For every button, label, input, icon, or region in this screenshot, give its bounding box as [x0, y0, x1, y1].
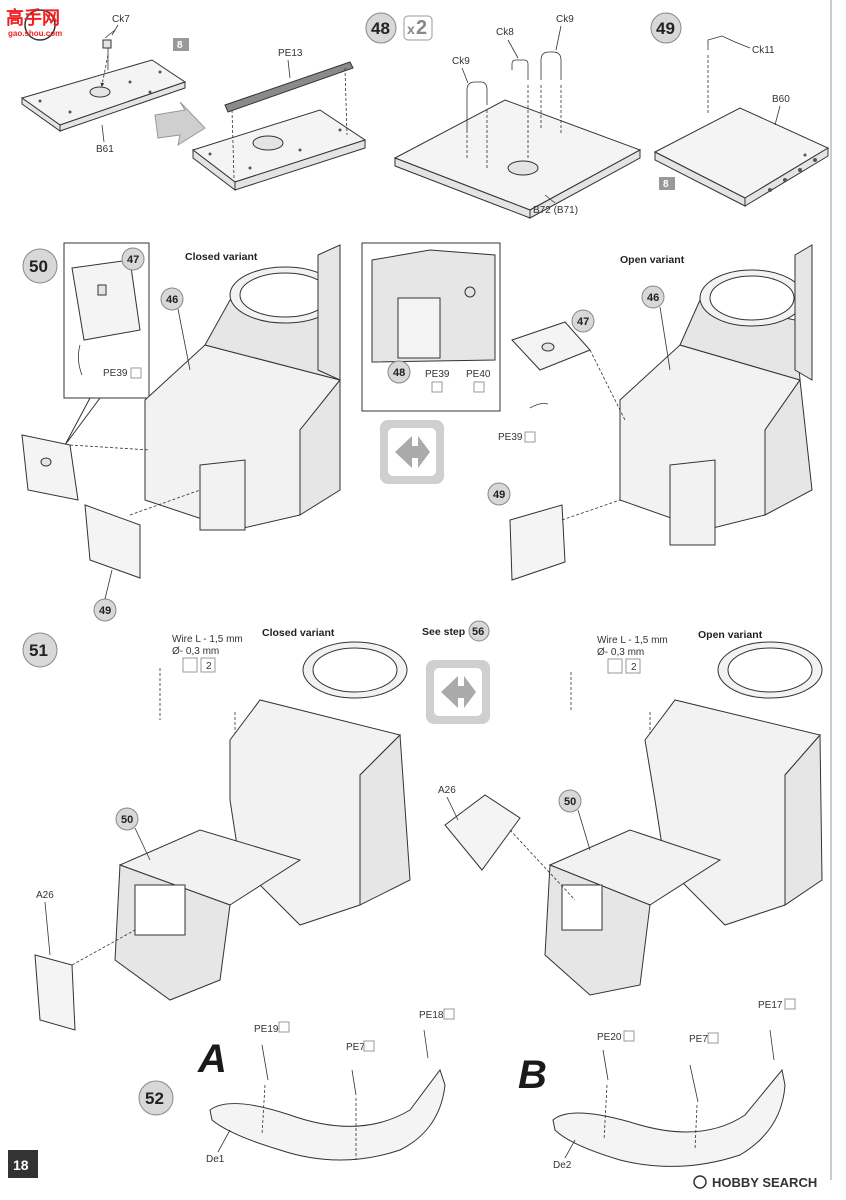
watermark-logo: 高手网 gao.shou.com — [6, 7, 62, 41]
hobby-search-watermark: HOBBY SEARCH — [693, 1175, 817, 1190]
sprue-tag-8b — [659, 177, 675, 190]
step-48-badge — [365, 12, 397, 44]
label-de1: De1 — [206, 1154, 225, 1165]
svg-text:x: x — [407, 21, 415, 37]
step-51-number: 51 — [29, 641, 48, 660]
step-51: 51 Closed variant Open variant See step … — [22, 620, 823, 1031]
label-ck9-left: Ck9 — [452, 56, 470, 67]
label-ck9-right: Ck9 — [556, 14, 574, 25]
sprue-tag-8-label: 8 — [177, 40, 183, 51]
step-51-badge — [22, 632, 58, 668]
label-b60: B60 — [772, 94, 790, 105]
watermark-text: 高手网 — [6, 7, 60, 28]
open-variant-heading-51: Open variant — [698, 629, 763, 641]
step-50-number: 50 — [29, 257, 48, 276]
wire-diameter-right: Ø- 0,3 mm — [597, 647, 644, 658]
label-pe13: PE13 — [278, 48, 303, 59]
qty-badge — [403, 15, 433, 41]
ref-50-open: 50 — [564, 796, 576, 808]
step-50: 50 Closed variant Open variant 47 PE39 4… — [21, 242, 813, 622]
step-48: 48 x 2 Ck9 Ck8 Ck9 B72 (B71) — [365, 12, 642, 219]
part-49-panel — [84, 504, 141, 579]
wire-length-left: Wire L - 1,5 mm — [172, 634, 243, 645]
label-pe7-b: PE7 — [689, 1034, 708, 1045]
part-de2-fender — [552, 1068, 786, 1167]
wire-qty-right: 2 — [631, 662, 637, 673]
step-52: 52 A B PE19 PE7 PE18 De1 PE20 PE7 PE17 D… — [138, 998, 796, 1171]
wire-length-right: Wire L - 1,5 mm — [597, 635, 668, 646]
qty-value: 2 — [416, 17, 427, 39]
assembly-arrow — [154, 101, 206, 147]
sprue-tag-8b-label: 8 — [663, 179, 669, 190]
ref-47-open: 47 — [577, 316, 589, 328]
part-b60-plate — [653, 107, 830, 199]
label-pe39-open: PE39 — [498, 432, 523, 443]
closed-variant-heading-50: Closed variant — [185, 251, 258, 263]
sprue-tag-8 — [173, 38, 189, 51]
ref-50: 50 — [121, 814, 133, 826]
label-pe40: PE40 — [466, 369, 491, 380]
variant-a-letter: A — [197, 1037, 227, 1081]
label-pe7: PE7 — [346, 1042, 365, 1053]
label-a26-open: A26 — [438, 785, 456, 796]
label-b72: B72 (B71) — [533, 205, 578, 216]
ref-48: 48 — [393, 367, 405, 379]
part-de1-fender — [209, 1068, 446, 1161]
label-pe20: PE20 — [597, 1032, 622, 1043]
label-ck7: Ck7 — [112, 14, 130, 25]
part-pe13 — [224, 61, 354, 113]
hobby-search-text: HOBBY SEARCH — [712, 1175, 817, 1190]
see-step-number: 56 — [472, 626, 484, 638]
step-48-number: 48 — [371, 19, 390, 38]
label-a26: A26 — [36, 890, 54, 901]
ref-49: 49 — [99, 605, 111, 617]
step-49-number: 49 — [656, 19, 675, 38]
variant-b-letter: B — [518, 1053, 547, 1097]
part-a26 — [34, 954, 76, 1031]
see-step-text: See step — [422, 626, 465, 638]
part-47-door — [21, 434, 79, 501]
label-pe39: PE39 — [103, 368, 128, 379]
watermark-subtext: gao.shou.com — [8, 29, 62, 38]
ref-46-open: 46 — [647, 292, 659, 304]
wire-diameter-left: Ø- 0,3 mm — [172, 646, 219, 657]
label-pe18: PE18 — [419, 1010, 444, 1021]
label-pe17: PE17 — [758, 1000, 783, 1011]
part-b72-plate — [393, 99, 642, 211]
ref-49-open: 49 — [493, 489, 505, 501]
ref-46: 46 — [166, 294, 178, 306]
label-ck11: Ck11 — [752, 45, 775, 56]
step-49: 49 Ck11 B60 8 — [650, 12, 830, 207]
step-49-badge — [650, 12, 682, 44]
label-ck8: Ck8 — [496, 27, 514, 38]
label-de2: De2 — [553, 1160, 572, 1171]
step-52-badge — [138, 1080, 174, 1116]
part-a26-open — [444, 794, 521, 871]
label-pe19: PE19 — [254, 1024, 279, 1035]
step-50-badge — [22, 248, 58, 284]
ref-47: 47 — [127, 254, 139, 266]
part-49-open — [509, 504, 566, 581]
step-47: Ck7 B61 8 PE13 — [20, 14, 367, 192]
step-52-number: 52 — [145, 1089, 164, 1108]
page-number: 18 — [13, 1157, 29, 1173]
page-number-box — [8, 1150, 38, 1178]
label-pe39-detail: PE39 — [425, 369, 450, 380]
closed-variant-heading-51: Closed variant — [262, 627, 335, 639]
open-variant-heading-50: Open variant — [620, 254, 685, 266]
wire-qty-left: 2 — [206, 661, 212, 672]
label-b61: B61 — [96, 144, 114, 155]
